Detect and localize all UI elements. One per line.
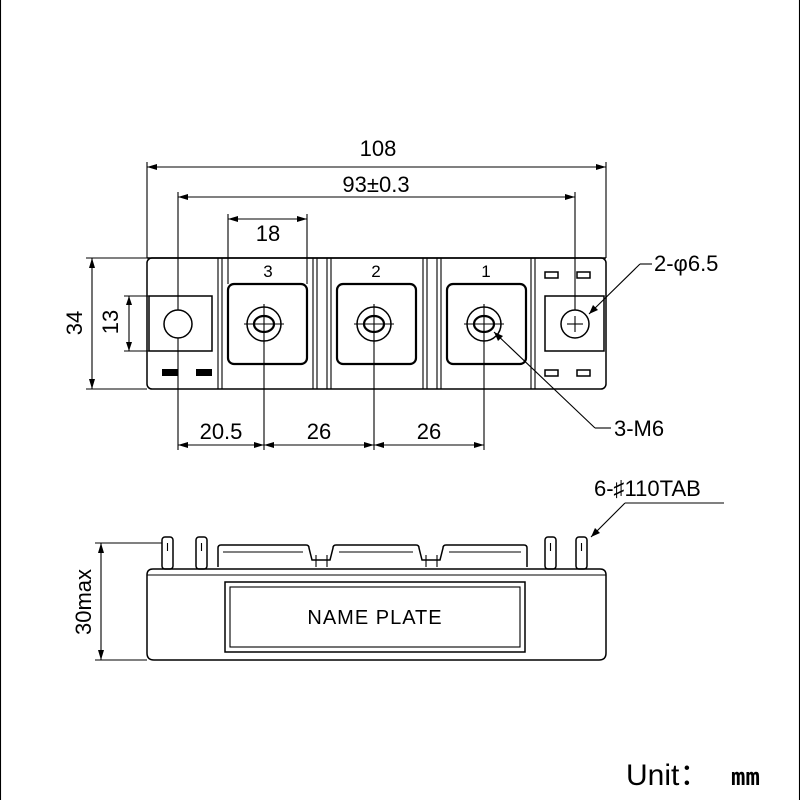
side-view-dimensions: 30max: [71, 542, 162, 661]
dim-terminal-width: 18: [256, 221, 280, 246]
right-tab-slot: [544, 369, 559, 377]
right-tab-slot: [544, 271, 559, 279]
name-plate-label: NAME PLATE: [307, 607, 442, 629]
tab-terminals: [161, 536, 588, 570]
callout-tab-terminals-label: 6-♯110TAB: [594, 476, 701, 501]
callout-mount-holes-label: 2-φ6.5: [654, 251, 718, 276]
dim-pitch-1: 26: [307, 419, 331, 444]
left-mount-tab: [148, 295, 213, 376]
top-view-dimensions: 108 93±0.3 18 34 13: [62, 136, 607, 450]
left-mount-hole: [163, 309, 193, 339]
left-tab-mark: [196, 369, 212, 376]
callout-screw-terminals-label: 3-M6: [614, 416, 664, 441]
terminal-label-2: 2: [371, 262, 380, 281]
side-view: NAME PLATE: [146, 536, 607, 661]
left-tab-mark: [162, 369, 178, 376]
dim-pitch-2: 26: [417, 419, 441, 444]
terminal-label-1: 1: [481, 262, 490, 281]
side-view-lid: [217, 544, 528, 567]
callout-screw-terminals: 3-M6: [493, 331, 664, 441]
callout-mount-holes: 2-φ6.5: [588, 251, 718, 315]
name-plate: [224, 581, 526, 653]
terminal-label-3: 3: [263, 262, 272, 281]
dim-mount-pitch: 93±0.3: [342, 172, 409, 197]
right-tab-slot: [576, 369, 591, 377]
right-tab-slot: [576, 271, 591, 279]
unit-note: Unit： mm: [626, 759, 760, 792]
screw-terminal-2: [335, 282, 418, 366]
unit-value: mm: [731, 763, 760, 791]
dim-center-height: 13: [98, 310, 123, 334]
terminal-dividers: [217, 258, 536, 389]
screw-terminal-3: [226, 282, 309, 366]
top-view: 3 2 1: [146, 257, 607, 390]
right-mount-tab: [544, 271, 605, 377]
side-view-body: [146, 568, 607, 661]
dim-overall-height: 34: [62, 311, 87, 335]
dim-overall-length: 108: [360, 136, 397, 161]
dim-offset-first: 20.5: [200, 419, 243, 444]
unit-label: Unit：: [626, 759, 709, 792]
callout-tab-terminals: 6-♯110TAB: [590, 476, 724, 538]
screw-terminal-1: [445, 282, 528, 366]
dim-side-height: 30max: [71, 569, 96, 635]
